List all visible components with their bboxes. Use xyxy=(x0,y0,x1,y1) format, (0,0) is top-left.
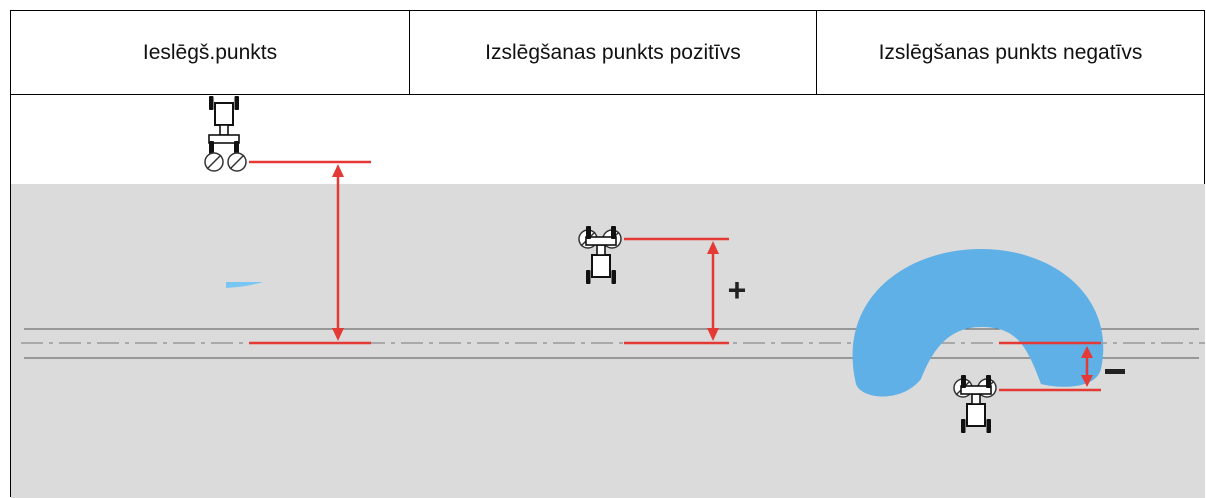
header-switch-on-point: Ieslēgš.punkts xyxy=(11,11,410,94)
up-down-arrow-icon xyxy=(1081,346,1093,387)
spray-diagram: + xyxy=(11,95,1205,498)
up-down-arrow-icon xyxy=(332,164,344,341)
header-row: Ieslēgš.punkts Izslēgšanas punkts pozitī… xyxy=(11,11,1204,95)
header-switch-off-positive: Izslēgšanas punkts pozitīvs xyxy=(410,11,817,94)
minus-sign xyxy=(1105,369,1125,374)
tractor-icon xyxy=(208,95,240,155)
diagram-frame: Ieslēgš.punkts Izslēgšanas punkts pozitī… xyxy=(10,10,1205,498)
nozzle-icon xyxy=(204,152,224,172)
nozzle-icon xyxy=(227,152,247,172)
header-switch-off-negative: Izslēgšanas punkts negatīvs xyxy=(878,40,1143,64)
up-down-arrow-icon xyxy=(707,241,719,341)
plus-sign: + xyxy=(728,272,747,308)
